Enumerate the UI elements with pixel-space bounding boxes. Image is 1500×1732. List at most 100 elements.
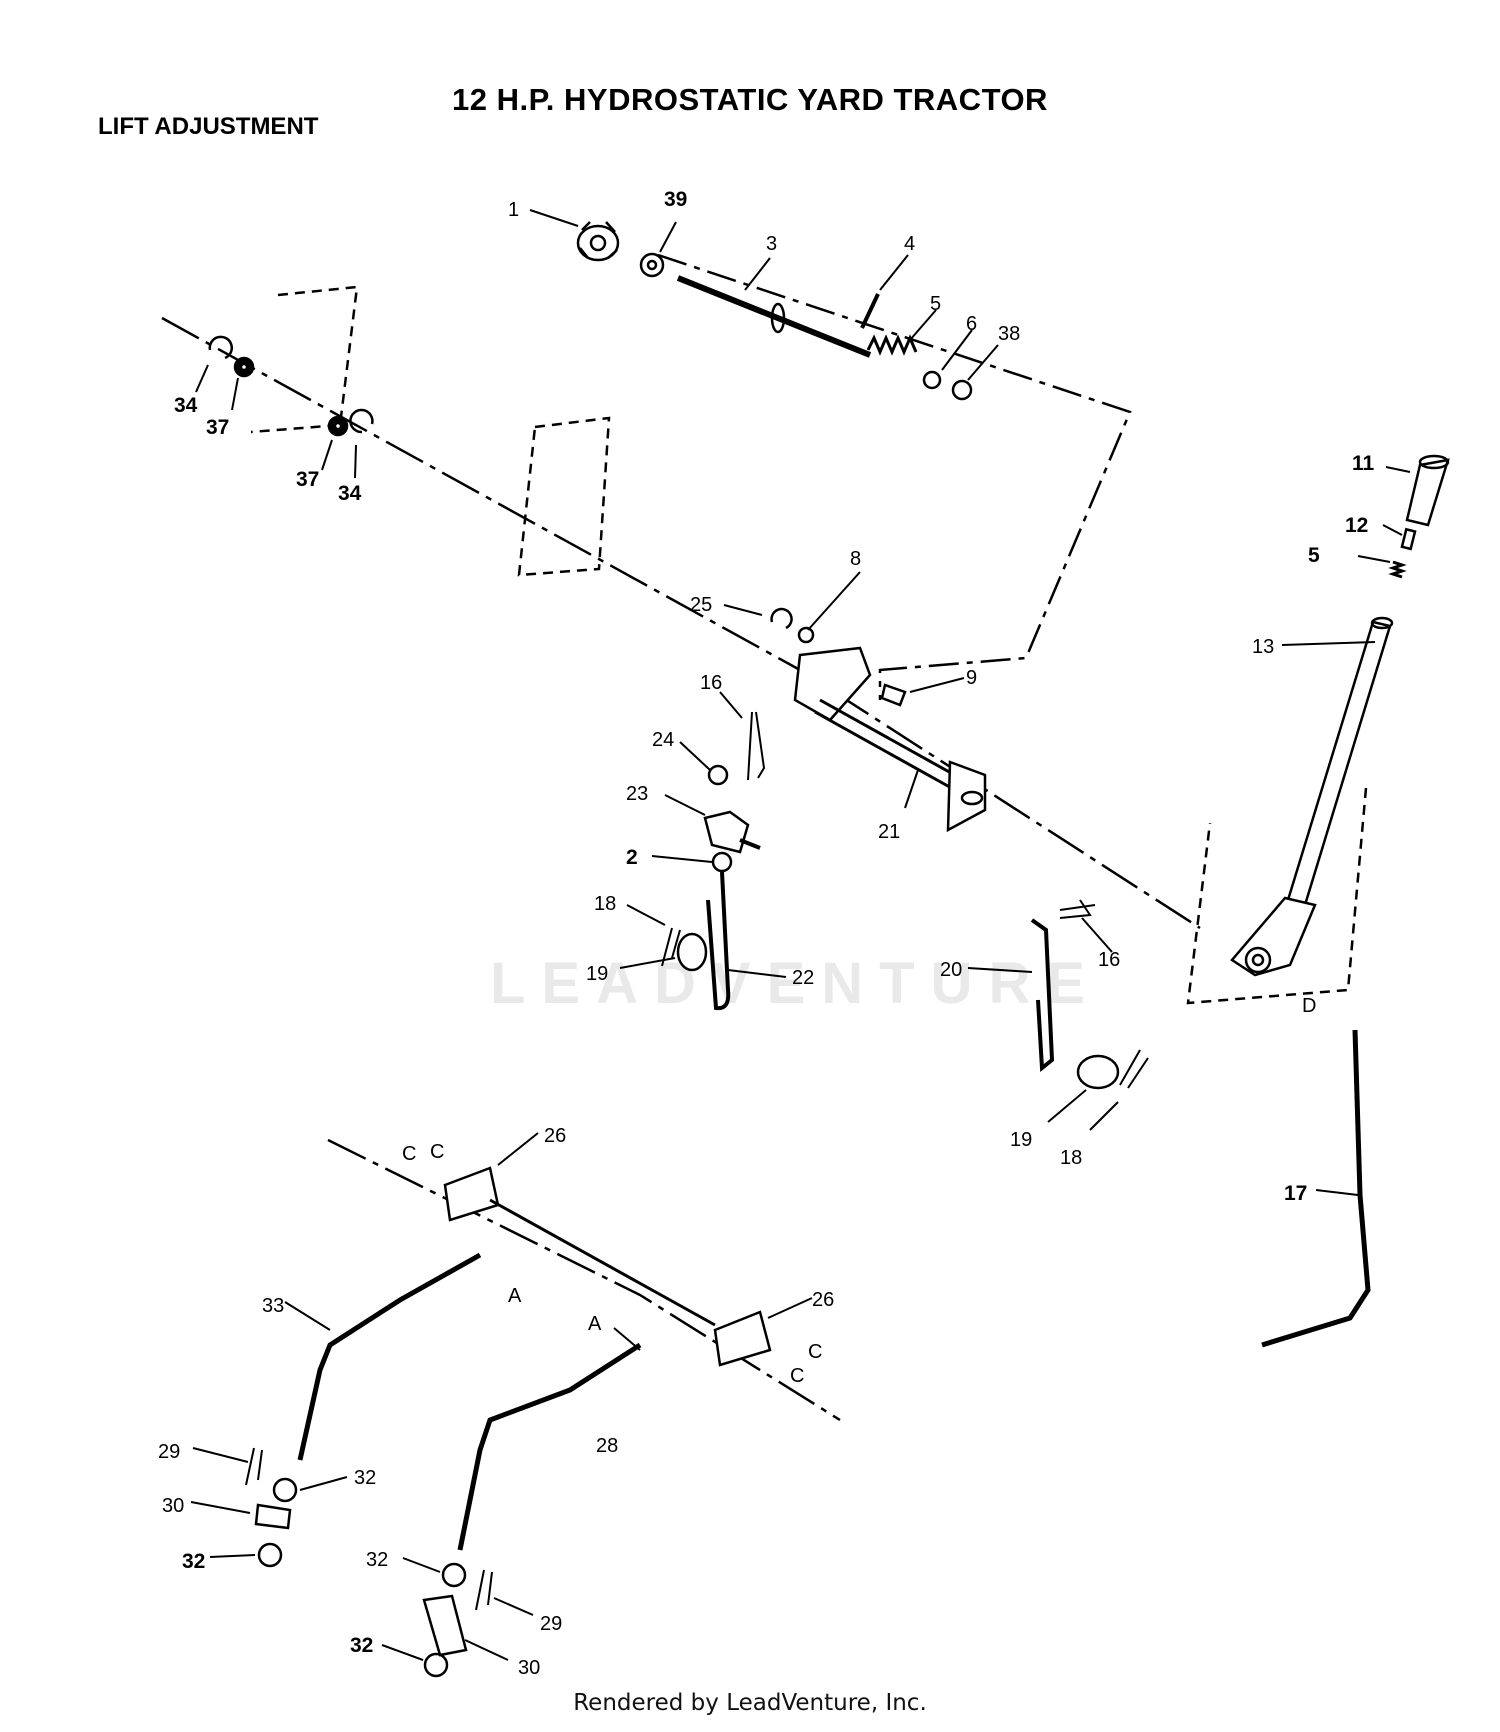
panel-right: [1186, 787, 1368, 1005]
hairpin-clip: [747, 711, 766, 781]
callout-label: 30: [162, 1495, 184, 1517]
callout-label: 30: [518, 1657, 540, 1679]
nut-part: [272, 1477, 298, 1503]
callout-leaders: [190, 209, 1411, 1661]
pin-part: [1400, 527, 1417, 551]
rockshaft-part: [793, 646, 987, 833]
footer-credit: Rendered by LeadVenture, Inc.: [573, 1690, 927, 1716]
callout-label: 6: [966, 313, 977, 335]
grip-part: [1405, 454, 1450, 527]
callout-label: A: [588, 1313, 602, 1335]
callout-label: 11: [1352, 452, 1375, 475]
nut-part: [423, 1652, 449, 1678]
callout-label: 24: [652, 729, 674, 751]
callout-label: 16: [1098, 949, 1120, 971]
callout-label: 26: [812, 1289, 834, 1311]
callout-label: 19: [1010, 1129, 1032, 1151]
hairpin-clip: [1059, 899, 1096, 919]
callout-label: C: [402, 1143, 416, 1165]
nut-part: [639, 252, 665, 278]
callout-label: 5: [930, 293, 941, 315]
nut-part: [441, 1562, 467, 1588]
washer-part: [922, 370, 942, 390]
axis-line-upper: [161, 316, 1201, 930]
callout-label: 28: [596, 1435, 618, 1457]
callout-label: 22: [792, 967, 814, 989]
link-part: [1030, 918, 1055, 1072]
clip-washer-group: [208, 335, 374, 437]
washer-part: [676, 932, 708, 972]
callout-label: D: [1302, 995, 1316, 1017]
callout-label: 23: [626, 783, 648, 805]
callout-label: 37: [296, 468, 319, 491]
callout-label: 3: [766, 233, 777, 255]
lift-arm-part: [457, 1342, 642, 1551]
panel-left: [250, 285, 359, 434]
pivot-part: [422, 1594, 468, 1657]
hairpin-clip: [1119, 1049, 1149, 1089]
callout-label: 18: [1060, 1147, 1082, 1169]
callout-label: 34: [174, 394, 198, 417]
callout-label: 32: [366, 1549, 388, 1571]
pivot-part: [703, 810, 761, 854]
callout-label: 9: [966, 667, 977, 689]
nut-part: [951, 379, 973, 401]
lift-arm-part: [297, 1252, 482, 1461]
knob-part: [576, 221, 620, 262]
callout-label: 29: [540, 1613, 562, 1635]
callout-label: C: [430, 1141, 444, 1163]
diagram-title: 12 H.P. HYDROSTATIC YARD TRACTOR: [452, 82, 1048, 117]
hairpin-clip: [245, 1447, 263, 1486]
callout-label: C: [808, 1341, 822, 1363]
bracket-part: [443, 1166, 772, 1367]
nut-part: [257, 1542, 283, 1568]
section-subtitle: LIFT ADJUSTMENT: [98, 113, 319, 140]
threaded-rod-part: [676, 275, 872, 358]
callout-label: C: [790, 1365, 804, 1387]
bolt-part: [880, 683, 907, 707]
callout-label: 16: [700, 672, 722, 694]
axis-line-rod: [657, 253, 1132, 700]
hairpin-clip: [475, 1569, 493, 1611]
callout-label: 12: [1345, 514, 1368, 537]
callout-label: 20: [940, 959, 962, 981]
callout-label: 5: [1308, 544, 1320, 567]
callout-label: 19: [586, 963, 608, 985]
callout-label: 34: [338, 482, 362, 505]
callout-label: 25: [690, 594, 712, 616]
callout-label: 32: [350, 1634, 373, 1657]
callout-label: 32: [182, 1550, 205, 1573]
spring-part: [1388, 560, 1407, 579]
lift-lever-part: [1230, 616, 1394, 977]
clip-washer-group: [770, 607, 815, 644]
callout-label: 29: [158, 1441, 180, 1463]
callout-label: 32: [354, 1467, 376, 1489]
axis-line-lower: [327, 1138, 841, 1422]
watermark-logo: LEADVENTURE: [490, 951, 1102, 1016]
callout-label: 4: [904, 233, 915, 255]
callout-label: 33: [262, 1295, 284, 1317]
callout-label: 26: [544, 1125, 566, 1147]
callout-label: 17: [1284, 1182, 1307, 1205]
link-part: [706, 871, 731, 1011]
callout-label: 38: [998, 323, 1020, 345]
pin-part: [860, 293, 880, 329]
callout-label: 2: [626, 846, 638, 869]
spring-part: [866, 334, 918, 356]
nut-part: [711, 851, 733, 873]
callout-label: 37: [206, 416, 229, 439]
callout-label: 13: [1252, 636, 1274, 658]
callout-label: 1: [508, 199, 519, 221]
panel-center: [517, 416, 611, 577]
nut-part: [707, 764, 729, 786]
callout-label: 8: [850, 548, 861, 570]
callout-labels: 1 39 3 4 5 6 38 34 37 37 34 11 12 5 8 25…: [158, 188, 1375, 1679]
callout-label: A: [508, 1285, 522, 1307]
callout-label: 18: [594, 893, 616, 915]
washer-part: [1076, 1054, 1120, 1090]
callout-label: 21: [878, 821, 900, 843]
lift-rod-part: [1261, 1029, 1371, 1348]
pivot-part: [254, 1503, 292, 1530]
callout-label: 39: [664, 188, 687, 211]
